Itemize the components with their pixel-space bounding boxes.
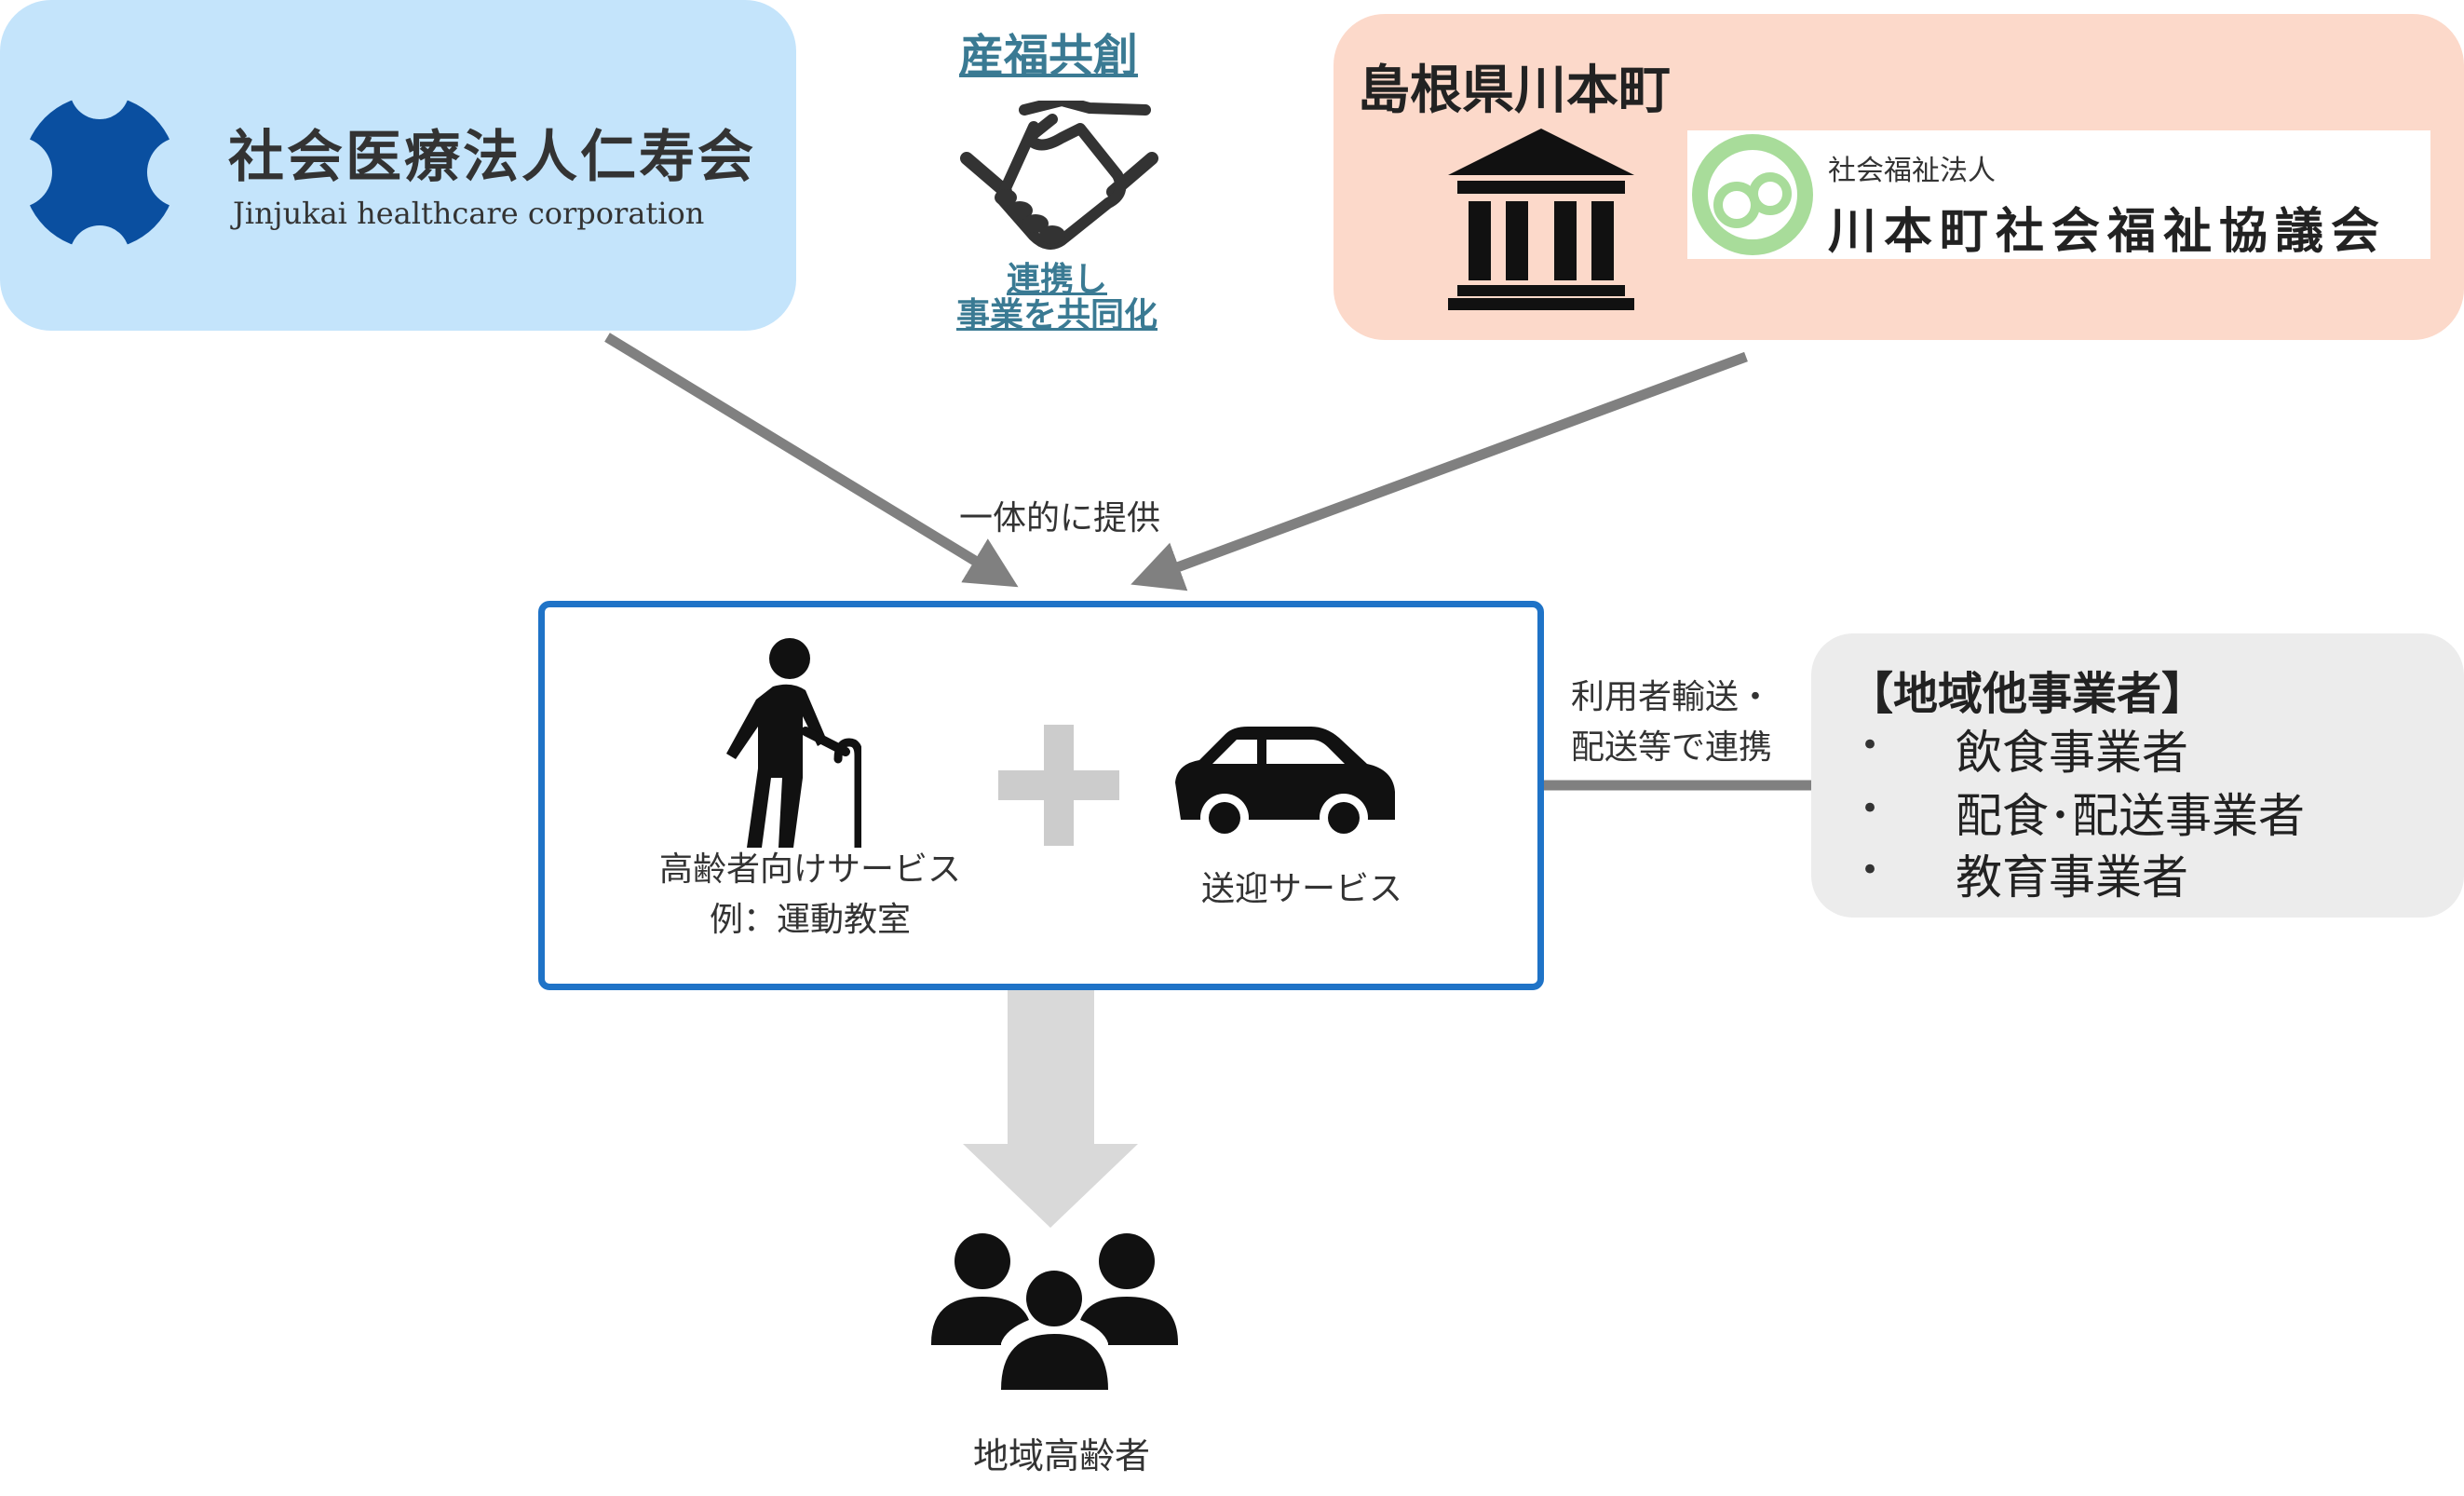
other-business-item: 教育事業者: [1956, 850, 2188, 904]
cocreation-subtitle-line2: 事業を共同化: [955, 296, 1158, 334]
jinjukai-english-name: Jinjukai healthcare corporation: [233, 196, 705, 231]
other-businesses-title: 【地域他事業者】: [1848, 668, 2207, 720]
arrow-service-to-seniors: [963, 990, 1138, 1228]
elderly-person-icon: [726, 638, 861, 848]
elderly-service-label-line1: 高齢者向けサービス: [658, 850, 961, 889]
bullet-marker: •: [1861, 790, 1880, 827]
provide-label: 一体的に提供: [959, 499, 1161, 537]
elderly-service-label: 高齢者向けサービス 例：運動教室: [633, 845, 987, 945]
partner-label: 利用者輸送・ 配送等で連携: [1550, 673, 1793, 773]
handshake-icon: [960, 101, 1158, 250]
car-icon: [1175, 727, 1395, 842]
partner-label-line1: 利用者輸送・: [1570, 678, 1772, 716]
jinjukai-logo-icon: [19, 93, 182, 252]
jinjukai-name: 社会医療法人仁寿会: [228, 125, 756, 190]
plus-icon: [998, 725, 1119, 846]
council-logo-icon: [1692, 134, 1813, 255]
cocreation-subtitle: 連携し 事業を共同化: [922, 263, 1192, 333]
cocreation-title: 産福共創: [959, 30, 1139, 82]
council-name: 川本町社会福祉協議会: [1828, 204, 2388, 260]
seniors-label: 地域高齢者: [973, 1435, 1151, 1476]
government-building-icon: [1448, 129, 1634, 310]
council-subtitle: 社会福祉法人: [1828, 155, 1996, 187]
bullet-marker: •: [1861, 851, 1880, 889]
other-businesses-box: [1811, 633, 2464, 918]
arrow-kawamoto-to-service: [1130, 351, 1748, 592]
senior-group-icon: [931, 1233, 1178, 1390]
elderly-service-label-line2: 例：運動教室: [709, 901, 911, 939]
other-business-item: 飲食事業者: [1956, 726, 2188, 780]
transport-service-label: 送迎サービス: [1201, 870, 1403, 908]
partner-label-line2: 配送等で連携: [1570, 728, 1772, 767]
kawamoto-title: 島根県川本町: [1358, 61, 1671, 121]
arrow-jinjukai-to-service: [604, 333, 1019, 588]
other-business-item: 配食･配送事業者: [1956, 789, 2305, 843]
bullet-marker: •: [1861, 727, 1880, 764]
cocreation-subtitle-line1: 連携し: [1006, 261, 1107, 299]
